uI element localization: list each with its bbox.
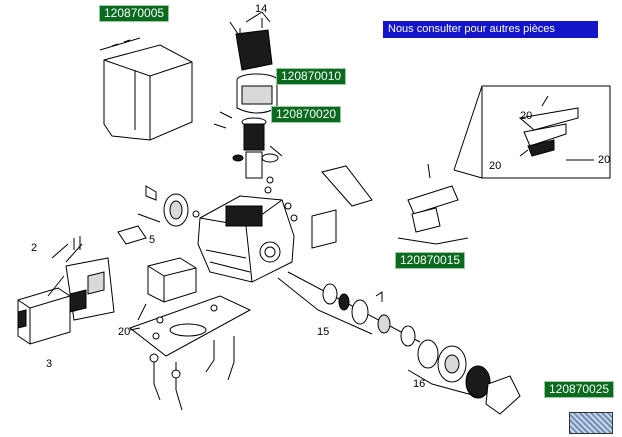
output-gear-part	[417, 339, 521, 415]
callout-detail-2: 20	[489, 160, 502, 172]
callout-detail-3: 20	[598, 154, 611, 166]
callout-shaft-assembly: 15	[317, 326, 330, 338]
leader-lines	[51, 11, 477, 397]
base-plate-part	[128, 295, 252, 411]
callout-gear: 5	[149, 234, 156, 246]
block-part	[147, 257, 197, 303]
callout-detail-1: 20	[520, 110, 533, 122]
notice-banner: Nous consulter pour autres pièces	[383, 21, 598, 38]
rack-swatch-icon	[569, 412, 613, 434]
board-part	[17, 236, 115, 345]
limit-switch-part	[311, 163, 469, 249]
shaft-assembly-part	[287, 271, 421, 347]
gearbox-part	[192, 176, 298, 283]
motor-shaft-ref-tag[interactable]: 120870020	[271, 106, 342, 123]
motor-part	[213, 18, 283, 179]
cover-part	[99, 37, 193, 141]
callout-output-gear: 16	[413, 378, 426, 390]
callout-board: 3	[46, 358, 53, 370]
rack-ref-tag[interactable]: 120870025	[544, 381, 615, 398]
detail-box	[453, 85, 611, 179]
limit-switch-ref-tag[interactable]: 120870015	[395, 252, 466, 269]
callout-base-plate: 20	[118, 326, 131, 338]
callout-motor-screws: 14	[255, 3, 268, 15]
callout-board-screws: 2	[31, 242, 38, 254]
motor-ref-tag[interactable]: 120870010	[276, 68, 347, 85]
gear-part	[117, 185, 189, 245]
cover-ref-tag[interactable]: 120870005	[99, 5, 170, 22]
